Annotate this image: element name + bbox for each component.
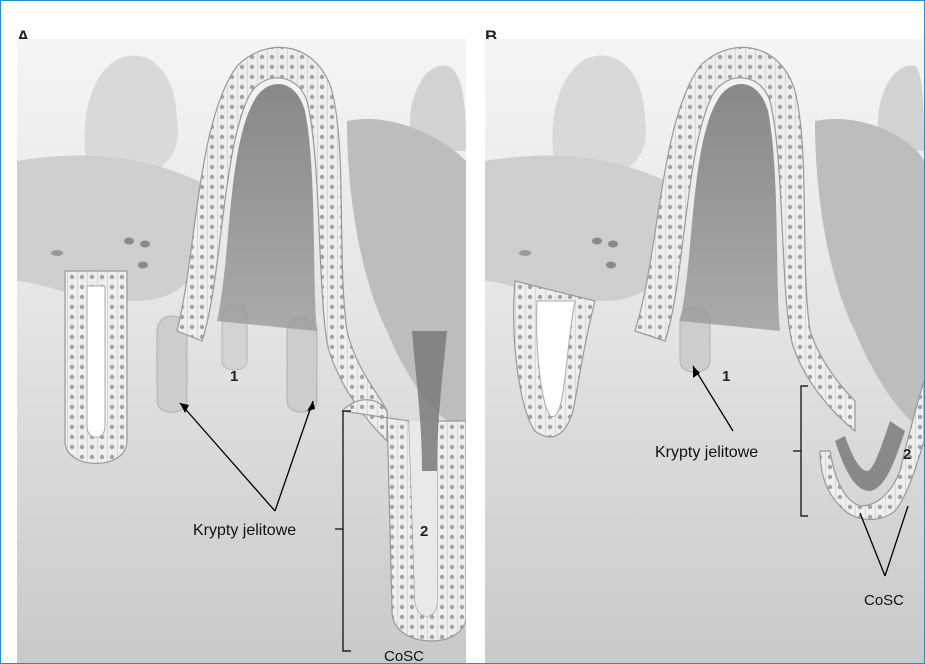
crypt-name-label: Krypty jelitowe — [193, 522, 296, 539]
crypt-label-1: 1 — [722, 368, 730, 385]
pore — [140, 241, 150, 248]
pore — [138, 262, 148, 269]
pore — [124, 238, 134, 245]
intestinal-crypt — [287, 318, 317, 413]
pore — [592, 238, 602, 245]
pore — [608, 241, 618, 248]
panel-b-illustration: 1 2 Krypty jelitowe CoSC — [475, 1, 924, 663]
pore — [51, 250, 63, 256]
pore — [519, 250, 531, 256]
cosc-label: CoSC — [864, 592, 904, 609]
cosc-label: CoSC — [384, 648, 424, 663]
crypt-label-2: 2 — [903, 446, 911, 463]
panel-a-illustration: 1 2 Krypty jelitowe CoSC — [17, 1, 466, 663]
crypt-name-label: Krypty jelitowe — [655, 444, 758, 461]
pore — [606, 262, 616, 269]
crypt-label-1: 1 — [230, 368, 238, 385]
crypt-label-2: 2 — [420, 523, 428, 540]
left-crypt-lumen — [87, 286, 105, 437]
